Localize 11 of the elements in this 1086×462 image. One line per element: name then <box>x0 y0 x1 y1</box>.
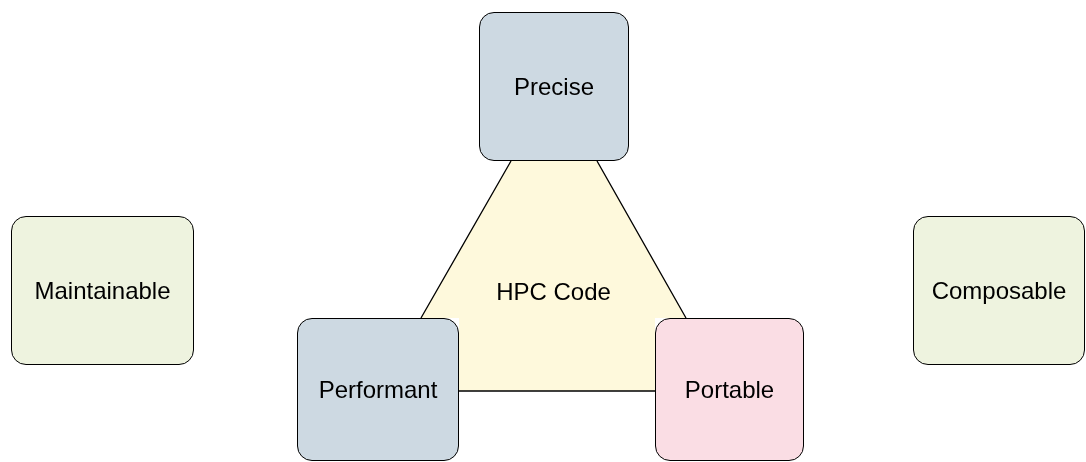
rounded-box <box>11 216 194 365</box>
node-label: Precise <box>514 72 594 101</box>
rounded-box <box>297 318 459 461</box>
node-label: Composable <box>931 276 1067 305</box>
rounded-box <box>655 318 804 461</box>
rounded-box <box>479 12 629 161</box>
node-label: HPC Code <box>496 278 611 306</box>
node-label: Performant <box>318 375 438 404</box>
node-label: Maintainable <box>34 276 171 305</box>
node-label: Portable <box>684 375 775 404</box>
rounded-box <box>913 216 1085 365</box>
